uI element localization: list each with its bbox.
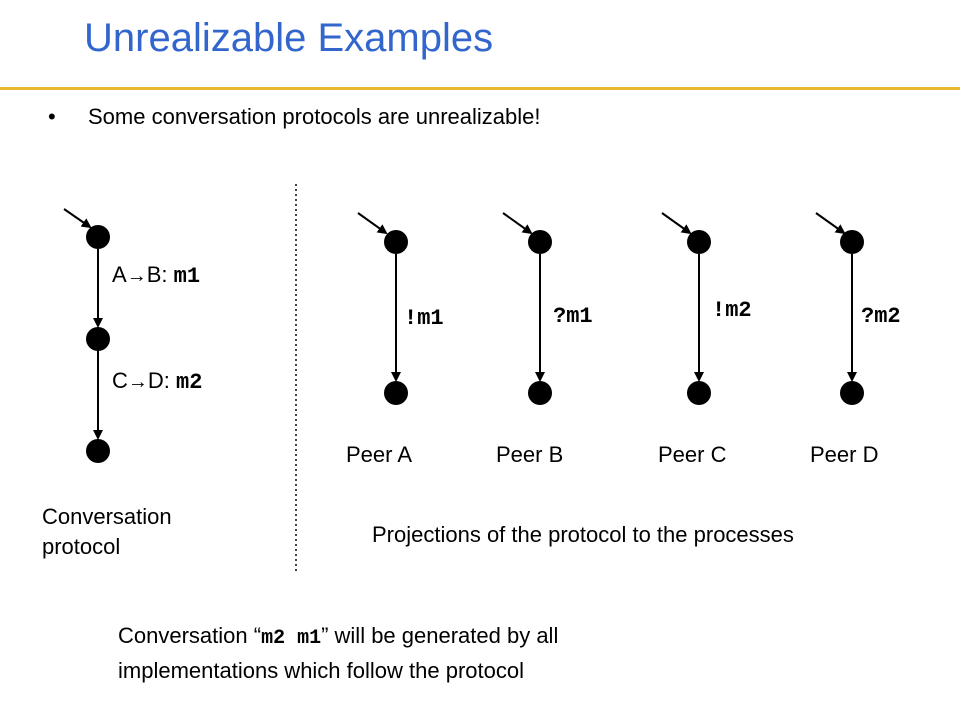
projections-caption: Projections of the protocol to the proce… — [372, 522, 794, 547]
sender-c: C — [112, 368, 128, 393]
peer-d-transition-label: ?m2 — [861, 304, 901, 329]
label-separator: : — [163, 368, 170, 393]
bullet-item: • Some conversation protocols are unreali… — [48, 104, 540, 130]
peer-a-label: Peer A — [346, 442, 413, 467]
peer-b-initial-arrow — [502, 212, 533, 235]
peer-a-transition-label: !m1 — [404, 306, 444, 331]
peer-c-initial-arrow — [661, 212, 692, 235]
protocol-state-1 — [86, 225, 110, 249]
footer-suffix: ” will be generated by all — [321, 623, 559, 648]
bullet-marker: • — [48, 104, 56, 129]
peer-b-transition-label: ?m1 — [553, 304, 593, 329]
peer-a-start-state — [384, 230, 408, 254]
footer-note: Conversation “m2 m1” will be generated b… — [118, 620, 558, 687]
peer-c-label: Peer C — [658, 442, 727, 467]
footer-line-1: Conversation “m2 m1” will be generated b… — [118, 620, 558, 655]
peer-c-start-state — [687, 230, 711, 254]
peer-d-label: Peer D — [810, 442, 879, 467]
peer-a-initial-arrow — [357, 212, 388, 235]
protocol-initial-arrow — [63, 208, 92, 229]
slide-title: Unrealizable Examples — [84, 16, 494, 60]
peer-c-end-state — [687, 381, 711, 405]
peer-b-end-state — [528, 381, 552, 405]
message-m2: m2 — [176, 370, 203, 395]
peer-d-start-state — [840, 230, 864, 254]
peer-a-end-state — [384, 381, 408, 405]
label-separator: : — [161, 262, 168, 287]
footer-code: m2 m1 — [261, 627, 322, 650]
protocol-state-3 — [86, 439, 110, 463]
peer-b-start-state — [528, 230, 552, 254]
protocol-edge-label-2: C→D: m2 — [112, 368, 202, 395]
peer-d-end-state — [840, 381, 864, 405]
peer-b-label: Peer B — [496, 442, 564, 467]
sender-a: A — [112, 262, 127, 287]
receiver-b: B — [146, 262, 162, 287]
arrow-icon: → — [126, 265, 147, 287]
peer-c-transition-label: !m2 — [712, 298, 752, 323]
bullet-text: Some conversation protocols are unrealiz… — [88, 104, 541, 129]
protocol-edge-label-1: A→B: m1 — [112, 262, 200, 289]
receiver-d: D — [147, 368, 164, 393]
protocol-caption: Conversation protocol — [42, 502, 172, 562]
arrow-icon: → — [127, 371, 148, 393]
footer-line-2: implementations which follow the protoco… — [118, 658, 524, 683]
title-underline — [0, 87, 960, 90]
footer-prefix: Conversation “ — [118, 623, 262, 648]
peer-d-initial-arrow — [815, 212, 846, 235]
protocol-state-2 — [86, 327, 110, 351]
message-m1: m1 — [173, 264, 201, 289]
protocol-caption-line-2: protocol — [42, 534, 121, 559]
protocol-caption-line-1: Conversation — [42, 504, 172, 529]
